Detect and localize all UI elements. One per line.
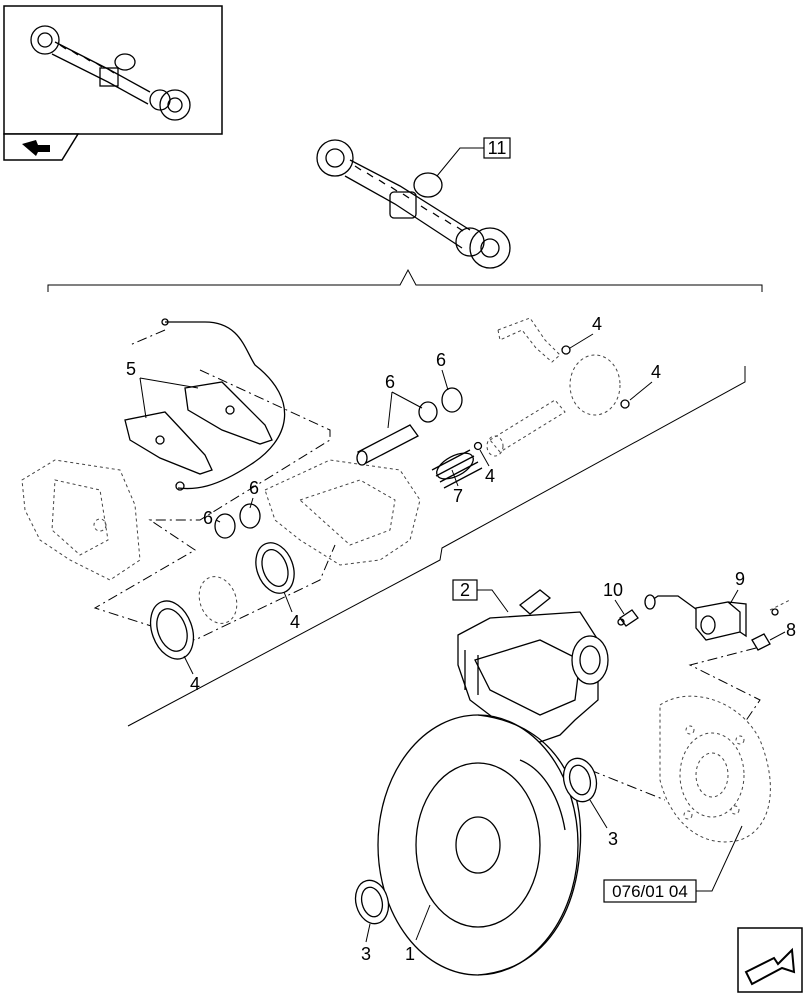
callout-6a: 6 — [385, 372, 423, 429]
callout-10: 10 — [603, 580, 625, 615]
svg-text:3: 3 — [608, 829, 618, 849]
seal-rings — [149, 542, 295, 660]
svg-text:6: 6 — [203, 508, 213, 528]
piston-rod — [473, 399, 566, 457]
brake-pads — [124, 381, 273, 475]
svg-text:1: 1 — [405, 944, 415, 964]
brake-disc — [377, 714, 582, 976]
wheel-hub-ghost — [659, 695, 771, 843]
svg-text:10: 10 — [603, 580, 623, 600]
callout-8: 8 — [769, 620, 796, 641]
svg-text:076/01 04: 076/01 04 — [612, 882, 688, 901]
svg-text:3: 3 — [361, 944, 371, 964]
callout-4a: 4 — [479, 449, 495, 486]
svg-text:2: 2 — [460, 580, 470, 600]
callout-4e: 4 — [183, 655, 200, 694]
svg-text:4: 4 — [651, 362, 661, 382]
axle-assembly-illustration — [316, 139, 511, 269]
exploded-view-bracket — [47, 268, 763, 292]
next-page-icon[interactable] — [737, 927, 803, 993]
callout-6c: 6 — [249, 478, 259, 509]
bleed-screw — [617, 609, 639, 627]
overview-thumbnail[interactable] — [3, 5, 223, 135]
guide-pin — [356, 424, 419, 466]
callout-7: 7 — [451, 469, 463, 506]
svg-text:4: 4 — [290, 612, 300, 632]
callout-2: 2 — [452, 579, 509, 613]
brake-caliper — [457, 589, 609, 743]
callout-3b: 3 — [361, 923, 371, 964]
callout-11: 11 — [436, 137, 511, 177]
exploded-view-frame — [127, 366, 746, 727]
callout-4b: 4 — [569, 314, 602, 349]
axle-housing-ghost-left — [21, 459, 141, 581]
svg-text:9: 9 — [735, 569, 745, 589]
axle-thumbnail-icon — [30, 25, 191, 121]
wear-sensor-wire — [129, 318, 286, 491]
callout-6b: 6 — [436, 350, 449, 391]
callout-6d: 6 — [203, 508, 221, 528]
hydraulic-pipe-ghost — [497, 317, 630, 416]
callout-9: 9 — [729, 569, 745, 605]
callout-4c: 4 — [629, 362, 661, 401]
callout-1: 1 — [405, 904, 431, 964]
svg-text:6: 6 — [385, 372, 395, 392]
reference-label[interactable]: 076/01 04 — [603, 825, 743, 903]
callout-3a: 3 — [589, 799, 618, 849]
caliper-bracket-ghost — [264, 459, 421, 566]
svg-text:5: 5 — [126, 359, 136, 379]
svg-text:11: 11 — [488, 138, 507, 158]
callout-4d: 4 — [283, 591, 300, 632]
snap-rings — [354, 757, 598, 925]
svg-text:4: 4 — [190, 674, 200, 694]
svg-text:6: 6 — [436, 350, 446, 370]
svg-text:4: 4 — [592, 314, 602, 334]
svg-text:7: 7 — [453, 486, 463, 506]
svg-text:6: 6 — [249, 478, 259, 498]
svg-text:4: 4 — [485, 466, 495, 486]
spring — [431, 449, 483, 489]
bolt — [751, 599, 791, 651]
brake-line-bracket — [644, 594, 747, 641]
bushings — [214, 387, 463, 539]
svg-text:8: 8 — [786, 620, 796, 640]
back-arrow-icon[interactable] — [3, 133, 80, 161]
callout-5: 5 — [126, 359, 199, 419]
